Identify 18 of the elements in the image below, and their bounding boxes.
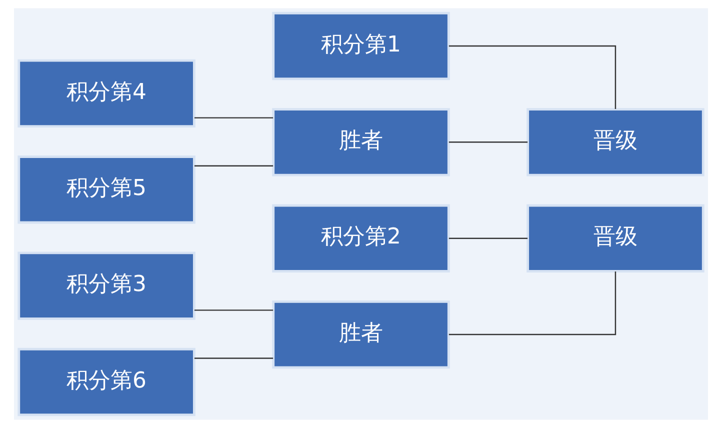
- connector: [448, 238, 528, 239]
- node-box: 积分第2: [272, 204, 450, 272]
- node-box: 晋级: [526, 108, 704, 176]
- node-box: 积分第3: [17, 252, 195, 320]
- connector: [194, 358, 273, 359]
- node-box: 积分第4: [17, 59, 195, 128]
- node-box: 积分第5: [17, 156, 195, 224]
- connector: [194, 165, 273, 167]
- node-box: 晋级: [526, 204, 704, 272]
- node-box: 胜者: [272, 108, 450, 176]
- node-box: 胜者: [272, 300, 450, 369]
- node-box: 积分第1: [272, 12, 450, 80]
- connector: [448, 271, 616, 336]
- connector: [194, 310, 273, 311]
- connector: [194, 117, 273, 118]
- connector: [448, 142, 528, 143]
- connector: [448, 45, 616, 110]
- node-box: 积分第6: [17, 348, 195, 416]
